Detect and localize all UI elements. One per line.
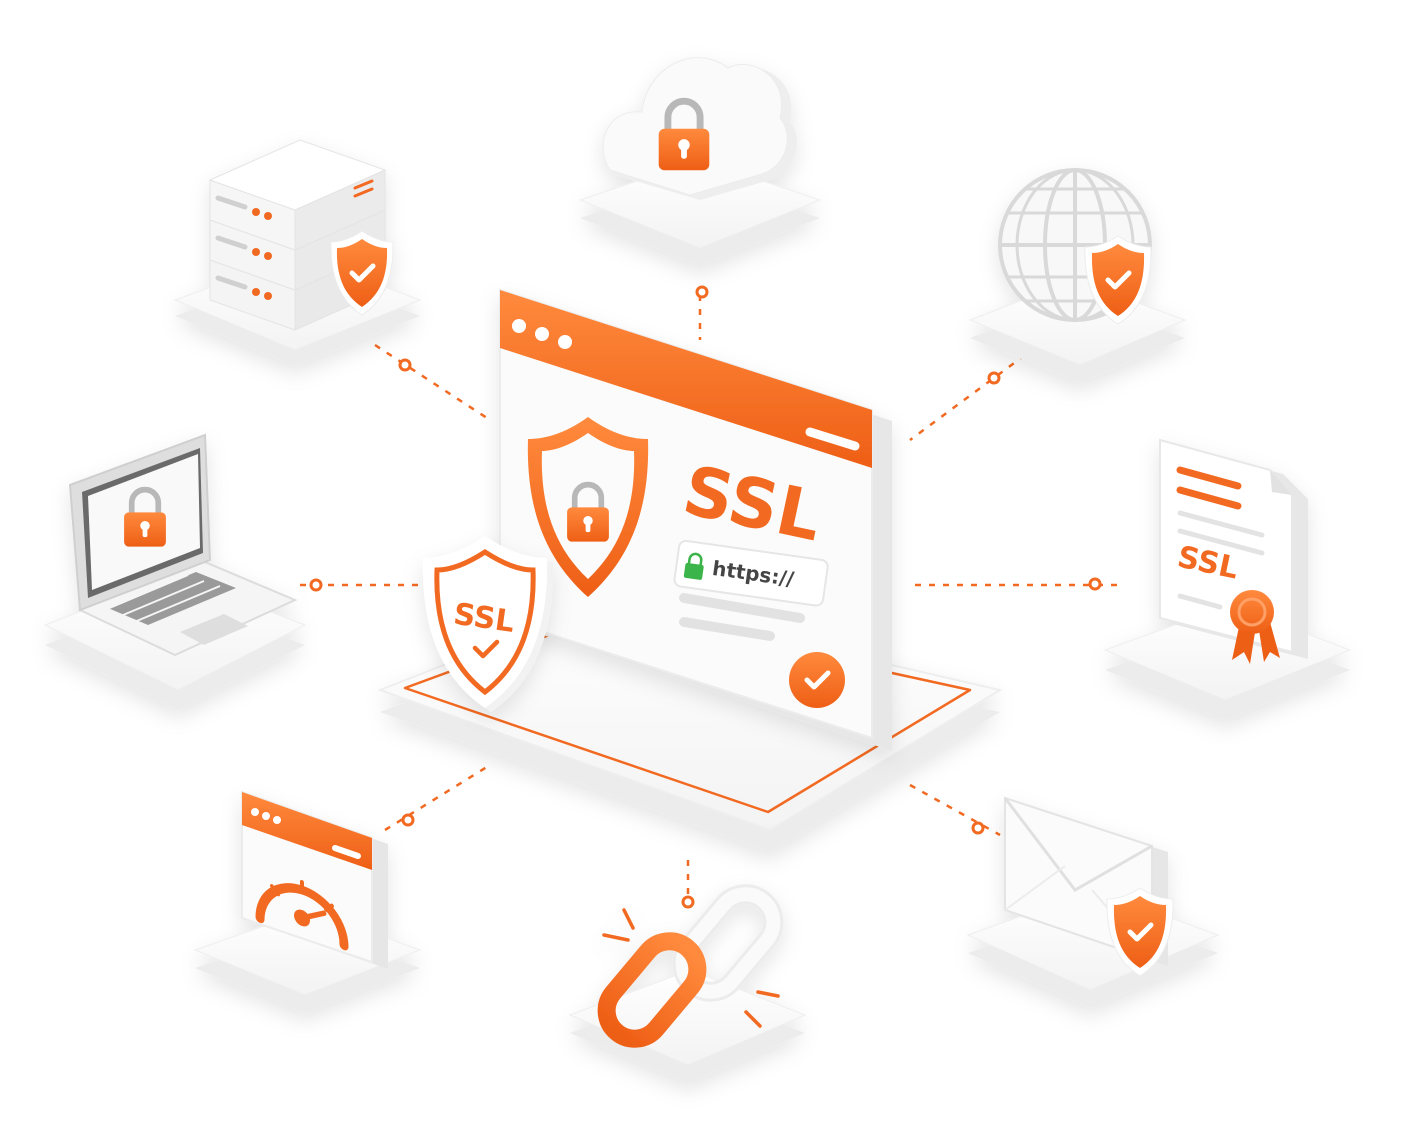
certificate-node: SSL bbox=[1103, 438, 1352, 720]
ssl-badge-text: SSL bbox=[451, 597, 516, 640]
window-dot-3 bbox=[558, 335, 572, 349]
ssl-badge-shield: SSL bbox=[422, 536, 554, 712]
connector-dots bbox=[309, 285, 1102, 909]
browser-title-bar bbox=[500, 290, 872, 468]
server-shield-icon bbox=[330, 230, 394, 316]
laptop-lock-icon bbox=[68, 433, 298, 657]
chain-node bbox=[568, 884, 807, 1083]
text-line-1 bbox=[679, 593, 805, 623]
speedometer-window-icon bbox=[241, 790, 388, 969]
laptop-node bbox=[43, 433, 307, 710]
globe-node bbox=[968, 168, 1187, 383]
window-bar-pill bbox=[805, 427, 860, 451]
server-node bbox=[173, 139, 422, 366]
envelope-shield-icon bbox=[1106, 887, 1174, 977]
keyboard-keys bbox=[108, 572, 236, 625]
globe-shield-icon bbox=[1084, 235, 1152, 325]
text-line-2 bbox=[679, 617, 775, 641]
shield-lock-icon bbox=[527, 417, 649, 597]
cloud-lock-icon bbox=[602, 57, 798, 201]
green-lock-icon bbox=[683, 552, 704, 580]
url-bar: https:// bbox=[673, 539, 829, 607]
email-node bbox=[966, 796, 1220, 1008]
certificate-icon: SSL bbox=[1159, 438, 1308, 664]
speedometer-gauge bbox=[255, 879, 349, 951]
window-dot-1 bbox=[512, 319, 526, 333]
browser-window: SSL https:// bbox=[499, 288, 892, 751]
chain-link-icon bbox=[597, 884, 784, 1048]
cloud-node bbox=[578, 57, 822, 266]
speed-node bbox=[193, 790, 422, 1013]
connector-lines bbox=[300, 295, 1125, 900]
ribbon-seal-icon bbox=[1230, 590, 1280, 664]
check-circle-icon bbox=[789, 652, 845, 708]
window-dot-2 bbox=[535, 327, 549, 341]
